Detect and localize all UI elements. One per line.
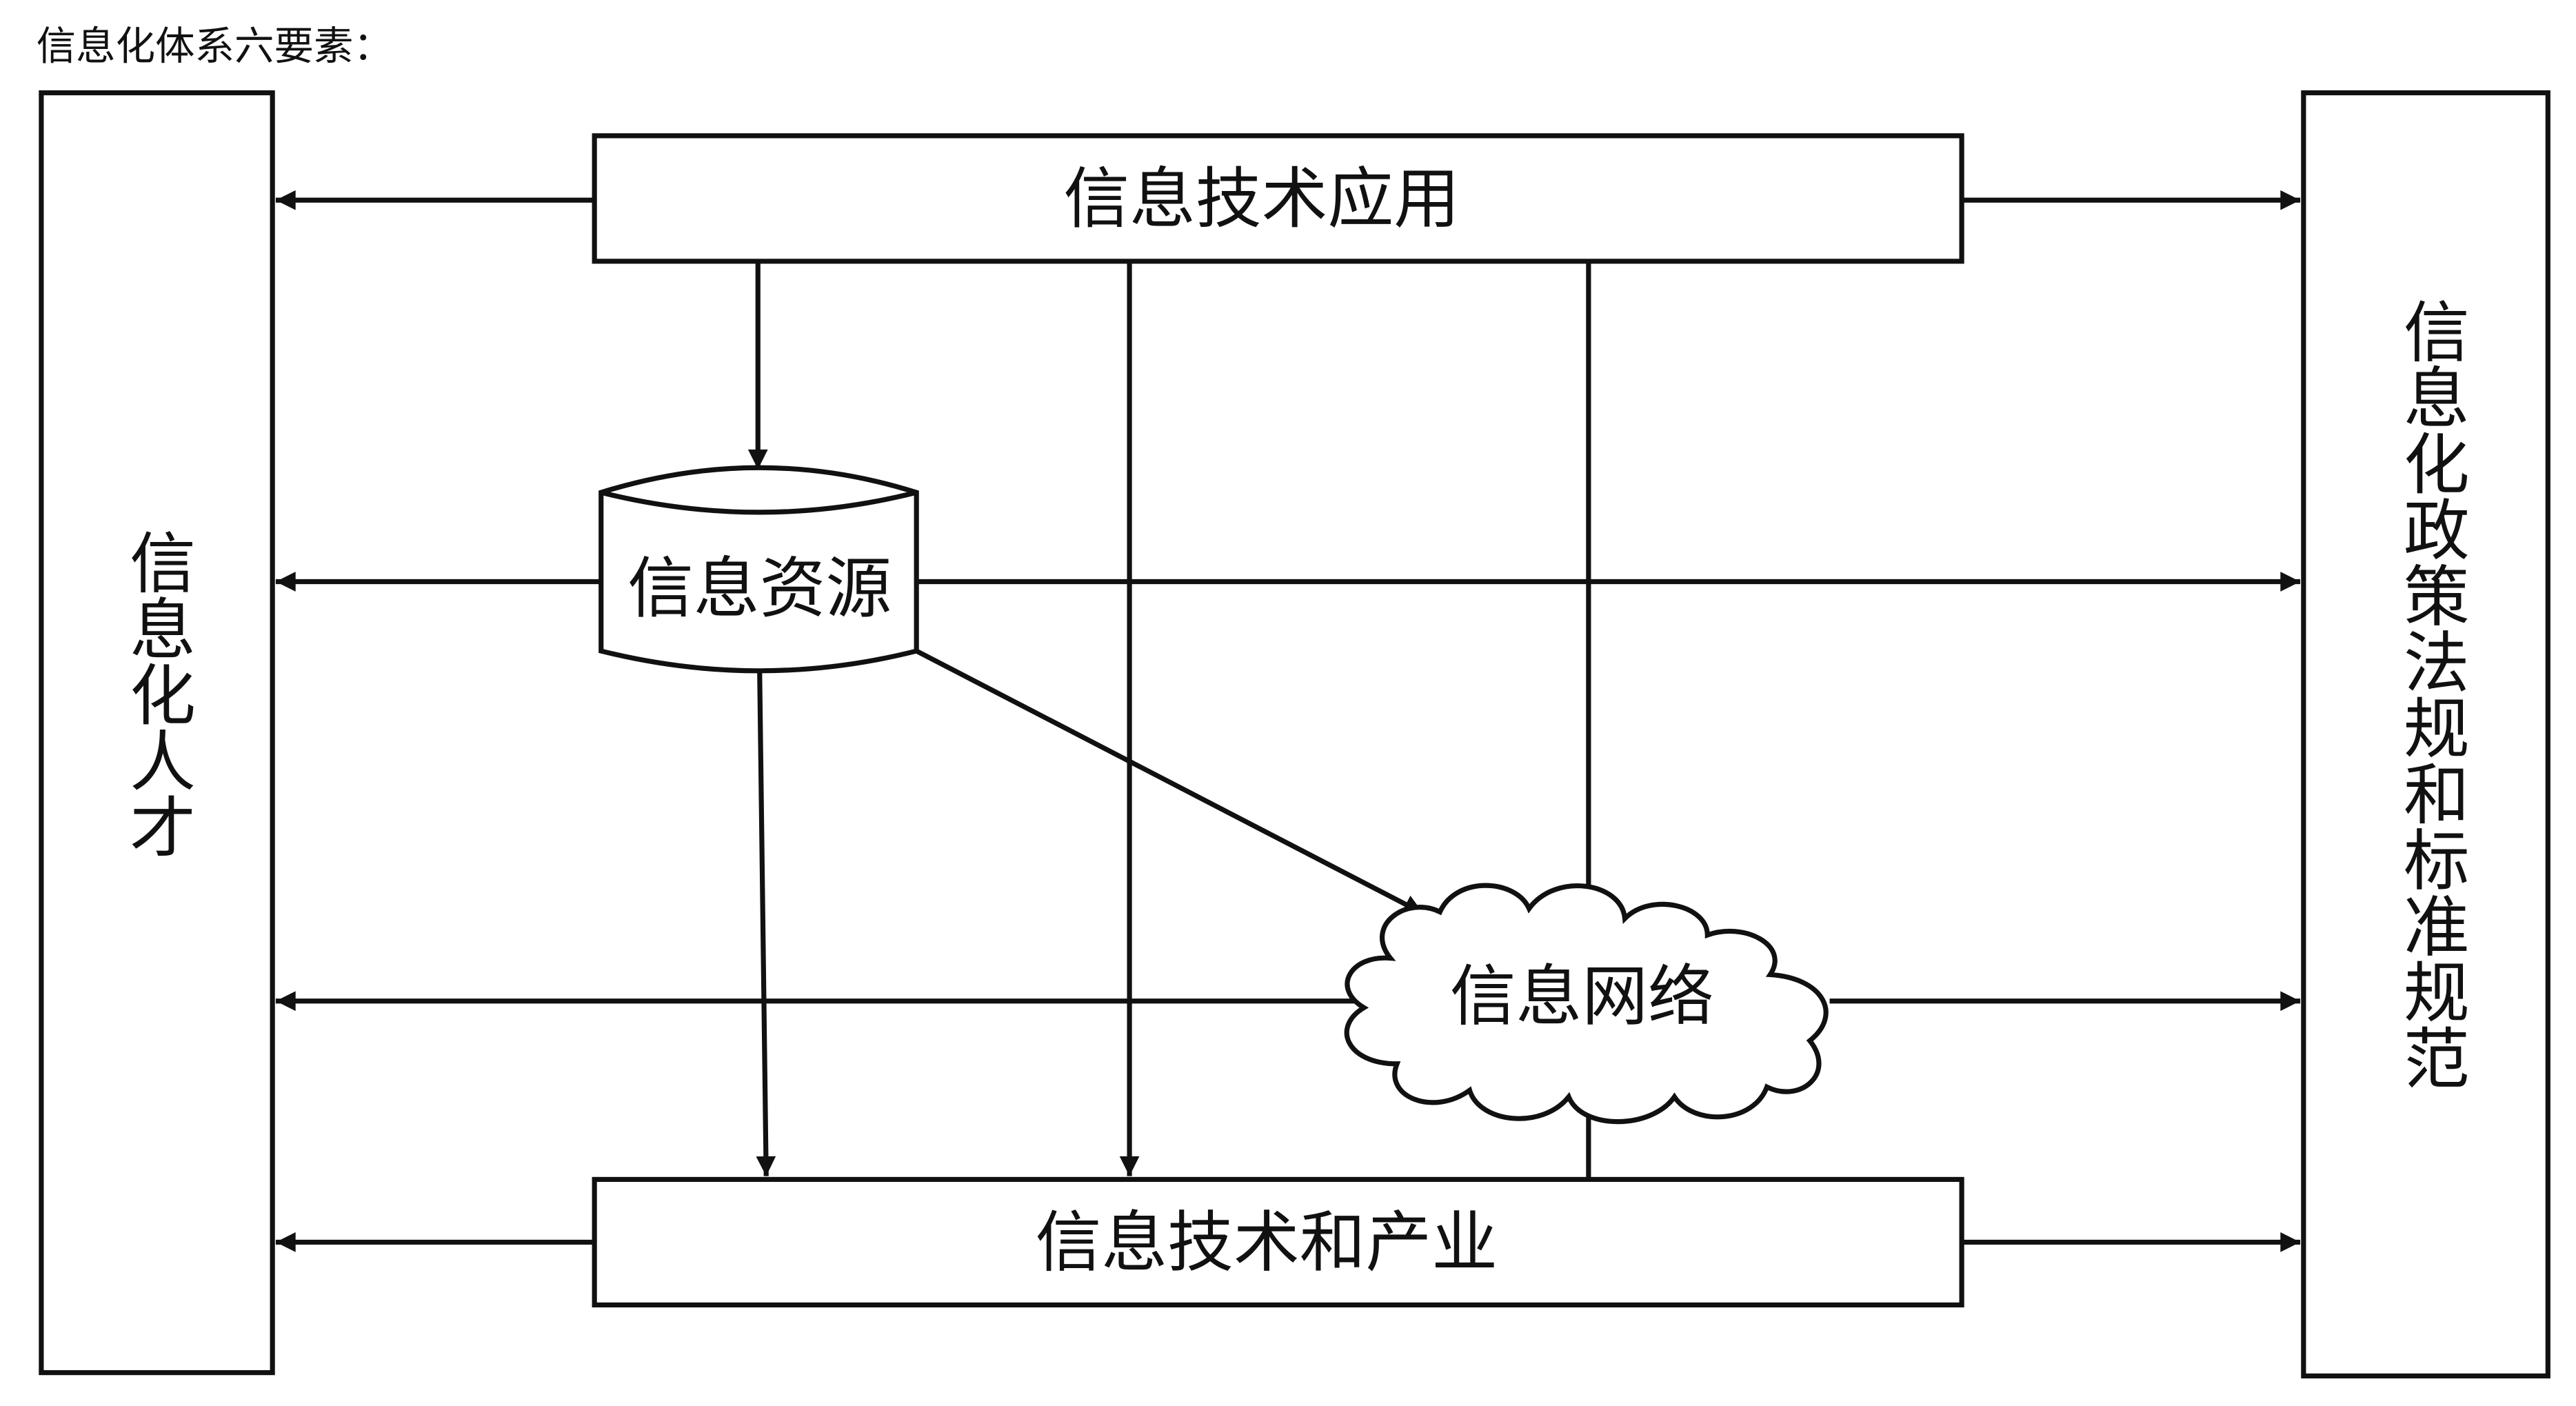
connector-resources-to-network: [915, 648, 1425, 916]
connector-resources-to-industry: [756, 667, 776, 1176]
industry-label: 信息技术和产业: [1036, 1204, 1498, 1281]
policy-label: 信息化政策法规和标准规范: [2392, 298, 2469, 1090]
figure-title: 信息化体系六要素：: [37, 23, 393, 70]
application-label: 信息技术应用: [1063, 160, 1460, 237]
application-box: [592, 133, 1964, 264]
resources-shape-top-curve: [600, 490, 918, 515]
resources-label: 信息资源: [627, 550, 892, 627]
talent-label: 信息化人才: [119, 529, 196, 859]
network-label: 信息网络: [1450, 958, 1714, 1035]
network-cloud-shape: [1344, 883, 1829, 1125]
resources-shape: [598, 465, 919, 674]
policy-box: [2301, 90, 2550, 1379]
talent-box: [39, 90, 275, 1376]
